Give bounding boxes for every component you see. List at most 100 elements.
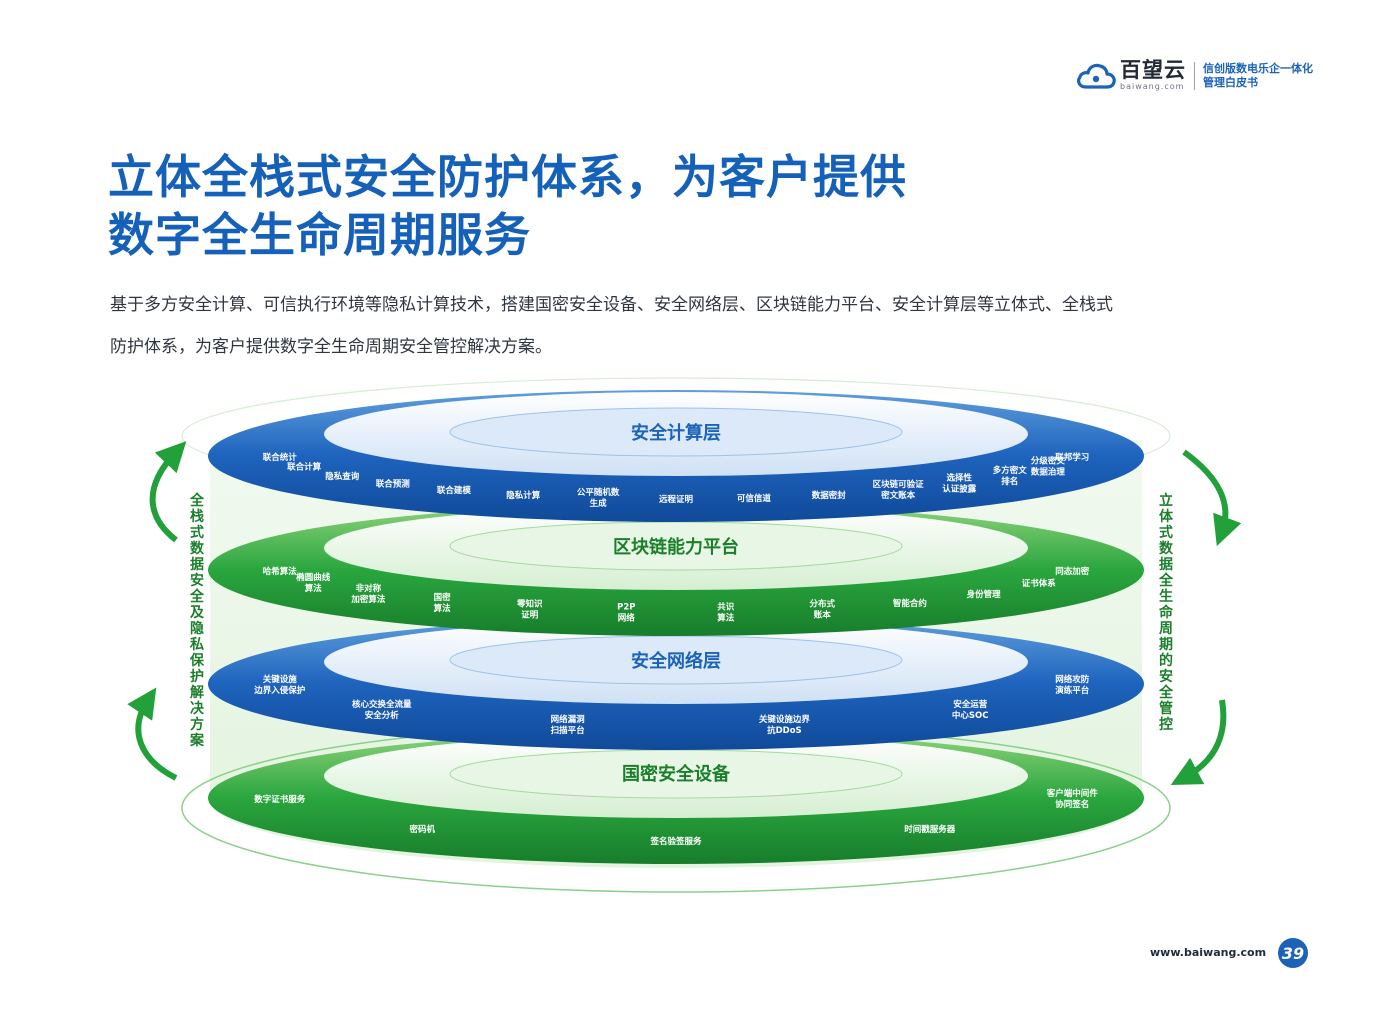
layer-item: 非对称加密算法 bbox=[350, 583, 386, 605]
layer-item-line2: 密文账本 bbox=[880, 490, 916, 501]
layer-item-line1: 身份管理 bbox=[966, 589, 1002, 600]
layer-item-line2: 边界入侵保护 bbox=[253, 685, 306, 696]
layer-item: 密码机 bbox=[408, 824, 435, 835]
right-caption: 立体式数据全生命周期的安全管控 bbox=[1158, 492, 1174, 733]
layer-item-line1: 数字证书服务 bbox=[254, 794, 306, 805]
layer-items: 联合统计联合计算隐私查询联合预测联合建模隐私计算公平随机数生成远程证明可信信道数… bbox=[263, 452, 1089, 509]
layer-item: 联合建模 bbox=[437, 485, 472, 496]
layer-item-line2: 证明 bbox=[521, 609, 539, 620]
layer-item: 哈希算法 bbox=[263, 566, 298, 577]
layer-item: 多方密文排名 bbox=[993, 465, 1028, 487]
layer-item: 隐私查询 bbox=[325, 471, 360, 482]
document-title-line2: 管理白皮书 bbox=[1203, 75, 1258, 89]
document-title-line1: 信创版数电乐企一体化 bbox=[1203, 61, 1313, 75]
layer-item: 零知识证明 bbox=[516, 598, 543, 620]
layer-item: 客户端中间件协同签名 bbox=[1046, 788, 1099, 810]
layer-item-line1: 安全运营 bbox=[953, 699, 988, 710]
layer-item: 网络攻防演练平台 bbox=[1055, 674, 1090, 696]
layer-item-line2: 算法 bbox=[434, 603, 452, 614]
intro-paragraph: 基于多方安全计算、可信执行环境等隐私计算技术，搭建国密安全设备、安全网络层、区块… bbox=[110, 284, 1270, 368]
layer-item: 时间戳服务器 bbox=[904, 824, 956, 835]
layer-item-line1: 分级密文 bbox=[1031, 456, 1066, 467]
page-title-line2: 数字全生命周期服务 bbox=[108, 208, 531, 262]
layer-item-line1: 选择性 bbox=[946, 473, 972, 484]
layer-item-line2: 抗DDoS bbox=[767, 725, 802, 736]
layer-item: 国密算法 bbox=[434, 592, 452, 614]
layer-item-line2: 认证披露 bbox=[942, 484, 977, 495]
layer-item: 联合统计 bbox=[263, 452, 298, 463]
layer-item-line2: 加密算法 bbox=[350, 594, 386, 605]
layer-item: 联邦学习 bbox=[1055, 452, 1089, 463]
layer-item-line1: 联合预测 bbox=[376, 479, 411, 490]
layer-item-line1: 数据密封 bbox=[812, 490, 847, 501]
layer-item-line1: 区块链可验证 bbox=[873, 479, 925, 490]
layer-item-line2: 中心SOC bbox=[952, 710, 989, 721]
layer-item-line1: 隐私查询 bbox=[325, 471, 360, 482]
layer-item-line1: 国密 bbox=[434, 592, 452, 603]
page-number: 39 bbox=[1278, 938, 1308, 968]
layer-item-line1: 关键设施 bbox=[263, 674, 298, 685]
layer-item: 安全运营中心SOC bbox=[952, 699, 989, 721]
layer-item-line1: 核心交换全流量 bbox=[352, 699, 412, 710]
intro-line1: 基于多方安全计算、可信执行环境等隐私计算技术，搭建国密安全设备、安全网络层、区块… bbox=[110, 295, 1113, 315]
layer-item: 椭圆曲线算法 bbox=[296, 572, 331, 594]
layer-item: 可信信道 bbox=[737, 493, 772, 504]
layer-item: 数据密封 bbox=[812, 490, 847, 501]
layer-item-line2: 演练平台 bbox=[1055, 685, 1090, 696]
layer-item: 身份管理 bbox=[966, 589, 1002, 600]
layer-item-line1: 隐私计算 bbox=[506, 490, 541, 501]
layer-item-line2: 安全分析 bbox=[365, 710, 400, 721]
layer-item-line1: 网络攻防 bbox=[1055, 674, 1090, 685]
layer-item-line2: 协同签名 bbox=[1055, 799, 1089, 810]
brand-name: 百望云 bbox=[1120, 58, 1186, 82]
layer-item-line2: 扫描平台 bbox=[551, 725, 586, 736]
layer-item-line2: 网络 bbox=[618, 613, 636, 624]
layer-item-line1: 网络漏洞 bbox=[551, 714, 586, 725]
layer-items: 关键设施边界入侵保护核心交换全流量安全分析网络漏洞扫描平台关键设施边界抗DDoS… bbox=[253, 674, 1089, 736]
layer-item: 区块链可验证密文账本 bbox=[873, 479, 925, 501]
website-link[interactable]: www.baiwang.com bbox=[1150, 946, 1267, 959]
layer-item-line1: 同态加密 bbox=[1055, 566, 1090, 577]
layer-item: 核心交换全流量安全分析 bbox=[352, 699, 412, 721]
layer-item-line1: 远程证明 bbox=[659, 494, 694, 505]
layer-item-line2: 排名 bbox=[1001, 476, 1018, 487]
layer-item-line1: 联邦学习 bbox=[1055, 452, 1089, 463]
layer-item-line1: 分布式 bbox=[809, 598, 835, 609]
layer-label: 区块链能力平台 bbox=[613, 536, 739, 558]
layer-label: 安全计算层 bbox=[631, 422, 721, 444]
layer-item-line1: 可信信道 bbox=[737, 493, 772, 504]
layer-item-line2: 生成 bbox=[590, 498, 608, 509]
layer-item-line1: 哈希算法 bbox=[263, 566, 298, 577]
left-caption: 全栈式数据安全及隐私保护解决方案 bbox=[189, 492, 205, 749]
intro-line2: 防护体系，为客户提供数字全生命周期安全管控解决方案。 bbox=[110, 337, 552, 357]
layer-item: 分级密文数据治理 bbox=[1031, 456, 1066, 478]
layer-item-line1: 时间戳服务器 bbox=[904, 824, 956, 835]
layer-item-line1: 公平随机数 bbox=[577, 487, 620, 498]
layer-item-line1: 多方密文 bbox=[993, 465, 1028, 476]
page-title: 立体全栈式安全防护体系，为客户提供 数字全生命周期服务 bbox=[108, 148, 907, 264]
header-divider bbox=[1194, 61, 1195, 90]
layer-item: 选择性认证披露 bbox=[942, 473, 977, 495]
layer-item: 联合预测 bbox=[376, 479, 411, 490]
layer-item: 证书体系 bbox=[1022, 578, 1057, 589]
layer-item: 智能合约 bbox=[892, 598, 928, 609]
layer-item: 关键设施边界抗DDoS bbox=[759, 714, 811, 736]
arrow-left-bottom bbox=[127, 687, 178, 781]
layer-label: 安全网络层 bbox=[631, 650, 721, 672]
layer-item-line1: P2P bbox=[617, 603, 635, 613]
layer-item: 共识算法 bbox=[717, 602, 735, 624]
layer-item-line1: 智能合约 bbox=[892, 598, 928, 609]
layer-item-line1: 客户端中间件 bbox=[1046, 788, 1099, 799]
layer-item: 公平随机数生成 bbox=[577, 487, 620, 509]
layer-item-line1: 共识 bbox=[717, 602, 735, 613]
layer-item-line1: 关键设施边界 bbox=[759, 714, 811, 725]
layer-item-line2: 算法 bbox=[305, 583, 323, 594]
layer-secure-computing: 安全计算层 联合统计联合计算隐私查询联合预测联合建模隐私计算公平随机数生成远程证… bbox=[208, 390, 1144, 522]
arrow-right-top bbox=[1182, 449, 1242, 547]
layer-item-line2: 算法 bbox=[717, 613, 735, 624]
layer-item: 数字证书服务 bbox=[254, 794, 306, 805]
